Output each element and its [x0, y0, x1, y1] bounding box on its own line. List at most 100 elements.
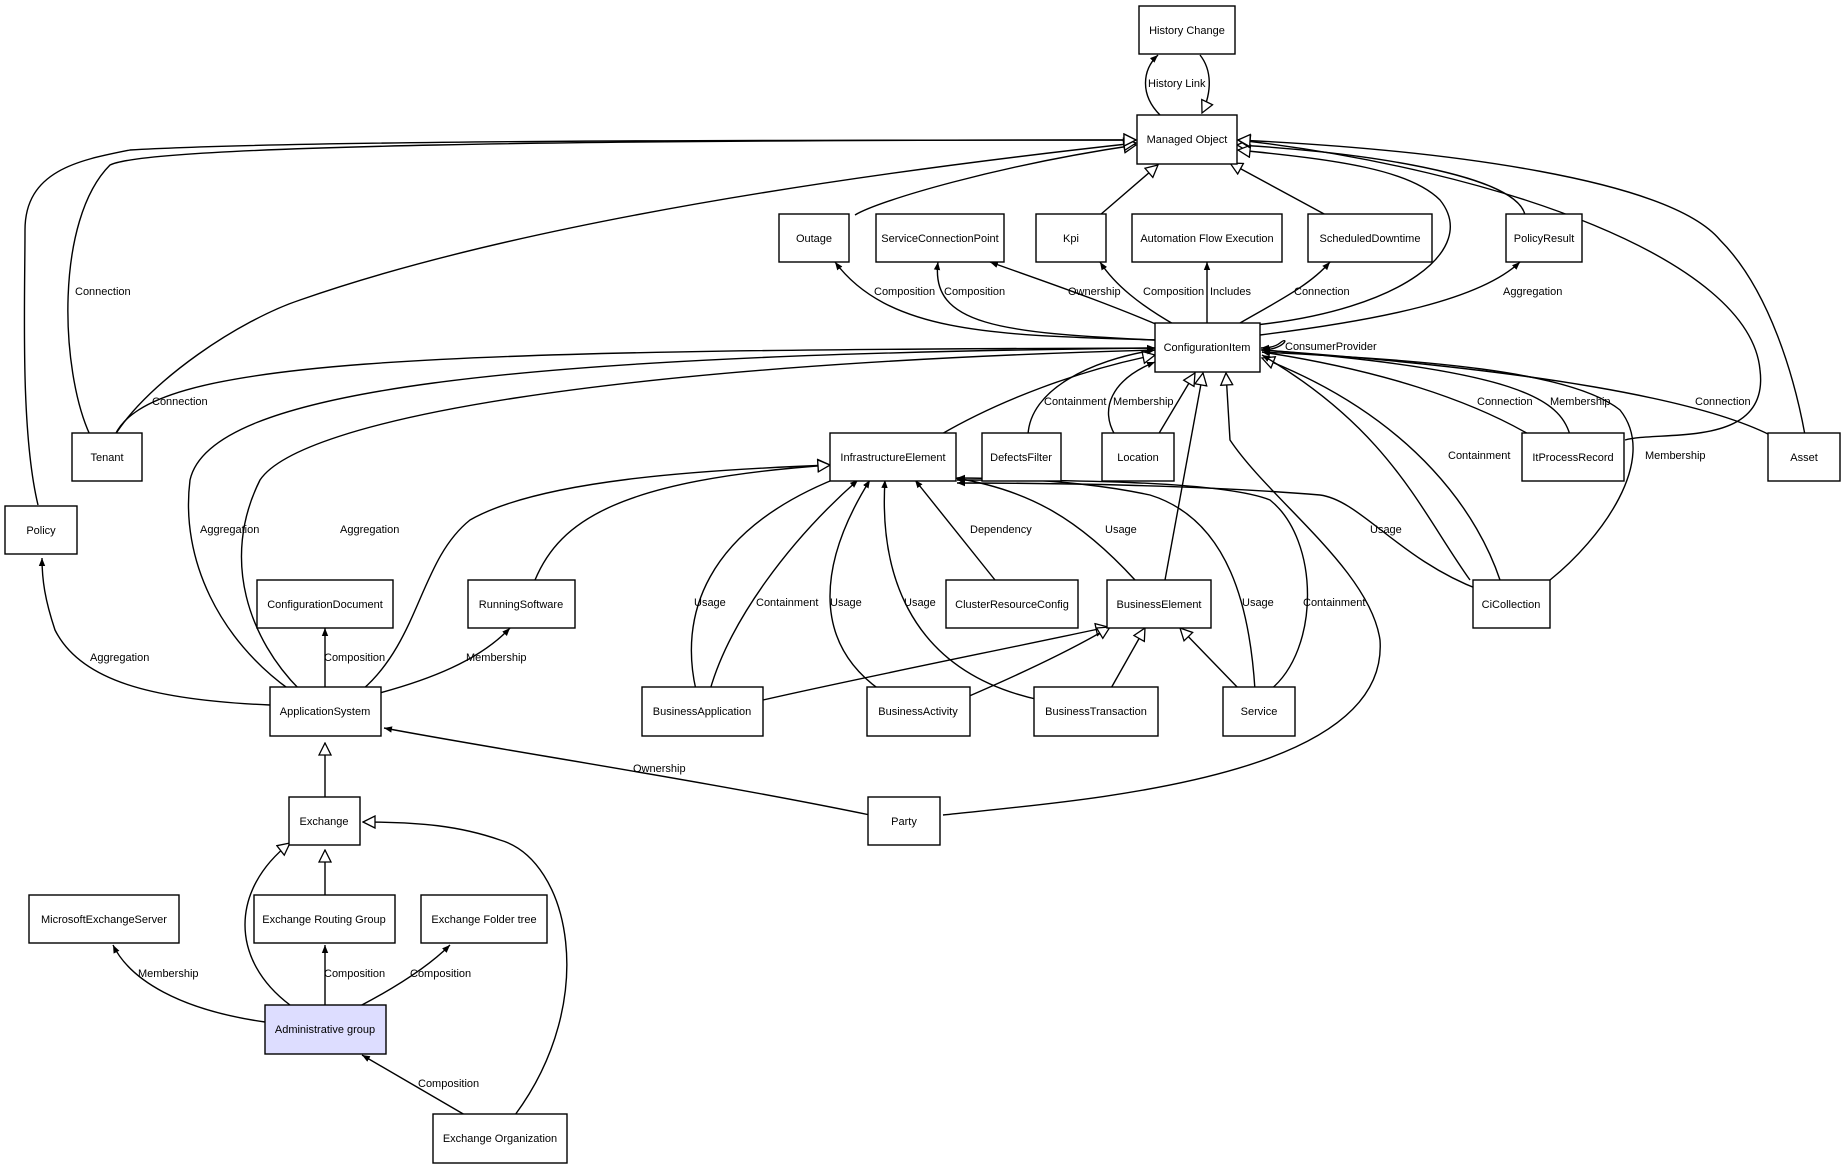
- edge-history-link: History Link: [1144, 54, 1210, 116]
- node-history-change[interactable]: History Change: [1138, 5, 1236, 55]
- node-running-software[interactable]: RunningSoftware: [467, 579, 576, 629]
- node-exchange-folder-tree[interactable]: Exchange Folder tree: [420, 894, 548, 944]
- node-infrastructure-element[interactable]: InfrastructureElement: [829, 432, 957, 482]
- svg-text:ItProcessRecord: ItProcessRecord: [1532, 452, 1613, 464]
- edge-business-application-be: [762, 627, 1108, 701]
- edge-it-process-record-ci-membership: Membership: [1261, 347, 1611, 436]
- svg-text:DefectsFilter: DefectsFilter: [990, 452, 1052, 464]
- edge-ci-automation-flow: Includes: [1203, 262, 1251, 323]
- node-exchange-organization[interactable]: Exchange Organization: [432, 1113, 568, 1164]
- node-application-system[interactable]: ApplicationSystem: [269, 686, 382, 737]
- edge-location-ci-generalization: [1157, 373, 1195, 436]
- edge-label-location-membership: Membership: [1113, 396, 1174, 408]
- node-business-transaction[interactable]: BusinessTransaction: [1033, 686, 1159, 737]
- svg-text:PolicyResult: PolicyResult: [1514, 233, 1575, 245]
- edge-exchange-org-exchange: [363, 822, 568, 1116]
- edge-ci-kpi: Composition: [1099, 261, 1204, 326]
- svg-text:Exchange: Exchange: [300, 816, 349, 828]
- edge-label-be-usage: Usage: [1105, 524, 1137, 536]
- edge-business-application-infra-usage: Usage: [690, 474, 846, 691]
- node-outage[interactable]: Outage: [778, 213, 850, 263]
- edge-label-app-policy: Aggregation: [90, 652, 149, 664]
- node-asset[interactable]: Asset: [1767, 432, 1841, 482]
- svg-text:InfrastructureElement: InfrastructureElement: [840, 452, 945, 464]
- node-cluster-resource-config[interactable]: ClusterResourceConfig: [945, 579, 1079, 629]
- edge-ci-collection-infra: Usage: [956, 479, 1481, 591]
- edge-label-ba-usage: Usage: [694, 597, 726, 609]
- edge-label-ba-containment: Containment: [756, 597, 818, 609]
- edge-business-transaction-be: [1109, 628, 1145, 691]
- edge-it-process-record-ci-connection: Connection: [1261, 350, 1533, 436]
- svg-text:ApplicationSystem: ApplicationSystem: [280, 706, 371, 718]
- node-policy-result[interactable]: PolicyResult: [1505, 213, 1583, 263]
- edge-label-ci-kpi: Composition: [1143, 286, 1204, 298]
- edge-label-cicoll-containment: Containment: [1448, 450, 1510, 462]
- edge-label-asset-connection: Connection: [1695, 396, 1751, 408]
- edge-label-app-agg-a: Aggregation: [200, 524, 259, 536]
- svg-text:Policy: Policy: [26, 525, 56, 537]
- node-exchange-routing-group[interactable]: Exchange Routing Group: [253, 894, 396, 944]
- edge-business-element-ci: [1164, 373, 1203, 581]
- edge-label-ci-scp: Composition: [944, 286, 1005, 298]
- edge-label-consumer-provider: ConsumerProvider: [1285, 341, 1377, 353]
- node-configuration-document[interactable]: ConfigurationDocument: [256, 579, 394, 629]
- edge-tenant-managed-object: [114, 143, 1136, 436]
- edge-app-system-ci-aggregation-b: Aggregation: [240, 347, 1156, 691]
- edge-app-system-ci-aggregation-a: Aggregation: [187, 344, 1156, 691]
- node-policy[interactable]: Policy: [4, 505, 78, 555]
- node-microsoft-exchange-server[interactable]: MicrosoftExchangeServer: [28, 894, 180, 944]
- node-it-process-record[interactable]: ItProcessRecord: [1521, 432, 1625, 482]
- edge-business-activity-infra: Usage: [829, 479, 881, 691]
- edge-ci-collection-ci-membership: Membership: [1261, 349, 1706, 581]
- svg-text:Automation Flow Execution: Automation Flow Execution: [1140, 233, 1273, 245]
- node-configuration-item[interactable]: ConfigurationItem: [1154, 322, 1261, 373]
- node-business-element[interactable]: BusinessElement: [1106, 579, 1212, 629]
- svg-text:Service: Service: [1241, 706, 1278, 718]
- edge-label-bact-usage: Usage: [830, 597, 862, 609]
- edge-outage-managed-object: [854, 145, 1136, 216]
- node-tenant[interactable]: Tenant: [71, 432, 143, 482]
- edge-service-be: [1180, 628, 1241, 691]
- node-automation-flow-execution[interactable]: Automation Flow Execution: [1131, 213, 1283, 263]
- edge-label-ci-outage: Composition: [874, 286, 935, 298]
- edge-business-activity-be: [959, 627, 1110, 701]
- svg-text:Location: Location: [1117, 452, 1159, 464]
- edge-defects-filter-ci: Containment: [1027, 348, 1156, 436]
- edge-ci-collection-ci-generalization: [1262, 358, 1501, 581]
- node-party[interactable]: Party: [867, 796, 941, 846]
- edge-policy-result-managed-object: [1237, 145, 1526, 216]
- node-managed-object[interactable]: Managed Object: [1136, 114, 1238, 165]
- node-service[interactable]: Service: [1222, 686, 1296, 737]
- edge-admin-group-routing-group: Composition: [321, 945, 385, 1006]
- edge-admin-group-ms-exchange-server: Membership: [112, 944, 266, 1023]
- svg-text:BusinessElement: BusinessElement: [1117, 599, 1202, 611]
- node-ci-collection[interactable]: CiCollection: [1472, 579, 1551, 629]
- node-defects-filter[interactable]: DefectsFilter: [981, 432, 1062, 482]
- edge-app-system-infra: [361, 465, 830, 691]
- node-location[interactable]: Location: [1101, 432, 1175, 482]
- svg-text:History Change: History Change: [1149, 25, 1225, 37]
- node-kpi[interactable]: Kpi: [1035, 213, 1107, 263]
- node-business-activity[interactable]: BusinessActivity: [866, 686, 971, 737]
- svg-text:Tenant: Tenant: [90, 452, 123, 464]
- node-service-connection-point[interactable]: ServiceConnectionPoint: [875, 213, 1005, 263]
- node-administrative-group[interactable]: Administrative group: [264, 1004, 387, 1055]
- edge-label-itpr-connection: Connection: [1477, 396, 1533, 408]
- node-scheduled-downtime[interactable]: ScheduledDowntime: [1307, 213, 1433, 263]
- node-exchange[interactable]: Exchange: [288, 796, 361, 846]
- edge-exchange-org-admin-group: Composition: [361, 1054, 479, 1116]
- edge-it-process-record-managed-object: [1238, 140, 1762, 441]
- edge-label-ci-includes: Includes: [1210, 286, 1251, 298]
- edge-admin-group-folder-tree: Composition: [359, 944, 471, 1007]
- edge-running-software-infra: [534, 465, 830, 581]
- edge-label-cicoll-membership: Membership: [1645, 450, 1706, 462]
- svg-text:Party: Party: [891, 816, 917, 828]
- svg-text:Exchange Routing Group: Exchange Routing Group: [262, 914, 386, 926]
- edge-label-app-agg-b: Aggregation: [340, 524, 399, 536]
- edge-location-ci-membership: Membership: [1107, 361, 1174, 436]
- node-business-application[interactable]: BusinessApplication: [641, 686, 764, 737]
- edge-label-bt-usage: Usage: [904, 597, 936, 609]
- svg-text:MicrosoftExchangeServer: MicrosoftExchangeServer: [41, 914, 167, 926]
- edge-party-app-system: Ownership: [383, 726, 871, 816]
